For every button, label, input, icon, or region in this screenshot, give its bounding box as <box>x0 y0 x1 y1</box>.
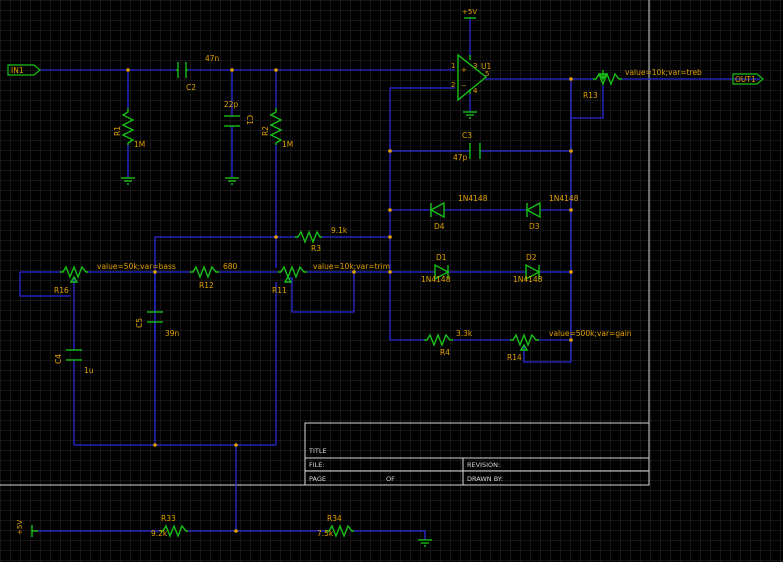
diode-d3[interactable]: 1N4148 D3 <box>525 194 579 231</box>
title-block-page: PAGE <box>309 475 326 483</box>
d1-name: D1 <box>436 253 447 262</box>
wires <box>19 18 760 540</box>
ground-r1 <box>121 177 135 185</box>
capacitor-c2[interactable]: 47n C2 <box>176 54 220 92</box>
r4-value: 3.3k <box>456 329 473 338</box>
c5-name: C5 <box>135 318 144 328</box>
diode-d4[interactable]: 1N4148 D4 <box>429 194 488 231</box>
ground-c1 <box>225 177 239 185</box>
r4-name: R4 <box>440 348 450 357</box>
resistor-r2[interactable]: 1M R2 <box>261 108 293 149</box>
r34-name: R34 <box>327 514 342 523</box>
r33-name: R33 <box>161 514 176 523</box>
r14-value: value=500k;var=gain <box>549 329 632 338</box>
output-port-label: OUT1 <box>735 75 756 84</box>
r2-value: 1M <box>282 140 293 149</box>
potentiometer-r13[interactable]: value=10k;var=treb R13 <box>583 68 702 100</box>
capacitor-c3[interactable]: C3 47p <box>453 131 481 162</box>
vplus-top-label: +5V <box>462 8 477 16</box>
r11-name: R11 <box>272 286 287 295</box>
c1-value: 22p <box>224 100 239 109</box>
potentiometer-r16[interactable]: value=50k;var=bass R16 <box>54 262 176 295</box>
diode-d1[interactable]: D1 1N4148 <box>421 253 451 284</box>
title-block-title: TITLE <box>308 447 327 455</box>
svg-text:−: − <box>461 82 467 90</box>
opamp-pin1: 1 <box>451 62 455 70</box>
d3-part: 1N4148 <box>549 194 579 203</box>
r13-value: value=10k;var=treb <box>625 68 702 77</box>
c2-name: C2 <box>186 83 196 92</box>
c5-value: 39n <box>165 329 180 338</box>
d2-part: 1N4148 <box>513 275 543 284</box>
vplus-left-label: +5V <box>16 520 24 535</box>
power-plus5v-left: +5V <box>16 520 38 537</box>
d4-name: D4 <box>434 222 445 231</box>
ground-opamp <box>463 111 477 119</box>
resistor-r3[interactable]: 9.1k R3 <box>295 226 348 253</box>
title-block-of: OF <box>386 475 395 483</box>
opamp-name: U1 <box>481 62 491 71</box>
capacitor-c5[interactable]: 39n C5 <box>135 311 180 338</box>
diode-d2[interactable]: D2 1N4148 <box>513 253 543 284</box>
svg-text:+: + <box>461 66 467 74</box>
c2-value: 47n <box>205 54 220 63</box>
opamp-u1[interactable]: + − U1 1 2 3 4 5 <box>451 53 491 102</box>
title-block: TITLE FILE: PAGE OF REVISION: DRAWN BY: <box>304 422 650 486</box>
title-block-drawn-by: DRAWN BY: <box>467 475 503 483</box>
r34-value: 7.5k <box>317 529 334 538</box>
r1-name: R1 <box>113 126 122 136</box>
r12-value: 680 <box>223 262 238 271</box>
r1-value: 1M <box>134 140 145 149</box>
opamp-pin4: 4 <box>473 87 478 95</box>
resistor-r4[interactable]: 3.3k R4 <box>424 329 473 357</box>
junction-dots <box>126 68 573 533</box>
title-block-revision: REVISION: <box>467 461 500 469</box>
opamp-pin2: 2 <box>451 81 455 89</box>
capacitor-c1[interactable]: 22p C1 <box>224 100 254 127</box>
potentiometer-r14[interactable]: value=500k;var=gain R14 <box>507 329 632 362</box>
r3-value: 9.1k <box>331 226 348 235</box>
power-plus5v-top: +5V <box>462 8 477 19</box>
d1-part: 1N4148 <box>421 275 451 284</box>
d4-part: 1N4148 <box>458 194 488 203</box>
resistor-r33[interactable]: R33 9.2k <box>151 514 188 538</box>
r14-name: R14 <box>507 353 522 362</box>
r2-name: R2 <box>261 126 270 136</box>
output-port[interactable]: OUT1 <box>732 73 764 85</box>
c1-name: C1 <box>245 115 254 125</box>
c3-name: C3 <box>462 131 472 140</box>
ground-divider <box>418 539 432 547</box>
r12-name: R12 <box>199 281 214 290</box>
input-port-label: IN1 <box>11 66 24 75</box>
opamp-pin5: 5 <box>485 70 489 78</box>
r11-value: value=10k;var=trim <box>313 262 390 271</box>
r13-name: R13 <box>583 91 598 100</box>
resistor-r34[interactable]: R34 7.5k <box>317 514 354 538</box>
r3-name: R3 <box>311 244 321 253</box>
potentiometer-r11[interactable]: value=10k;var=trim R11 <box>272 262 390 295</box>
d3-name: D3 <box>529 222 540 231</box>
opamp-pin3: 3 <box>473 62 477 70</box>
r33-value: 9.2k <box>151 529 168 538</box>
r16-name: R16 <box>54 286 69 295</box>
capacitor-c4[interactable]: 1u C4 <box>54 349 94 375</box>
resistor-r12[interactable]: 680 R12 <box>190 262 238 290</box>
resistor-r1[interactable]: 1M R1 <box>113 108 145 149</box>
c4-name: C4 <box>54 354 63 364</box>
c3-value: 47p <box>453 153 468 162</box>
title-block-file: FILE: <box>309 461 325 469</box>
c4-value: 1u <box>84 366 94 375</box>
input-port[interactable]: IN1 <box>7 64 41 76</box>
r16-value: value=50k;var=bass <box>97 262 176 271</box>
d2-name: D2 <box>526 253 537 262</box>
